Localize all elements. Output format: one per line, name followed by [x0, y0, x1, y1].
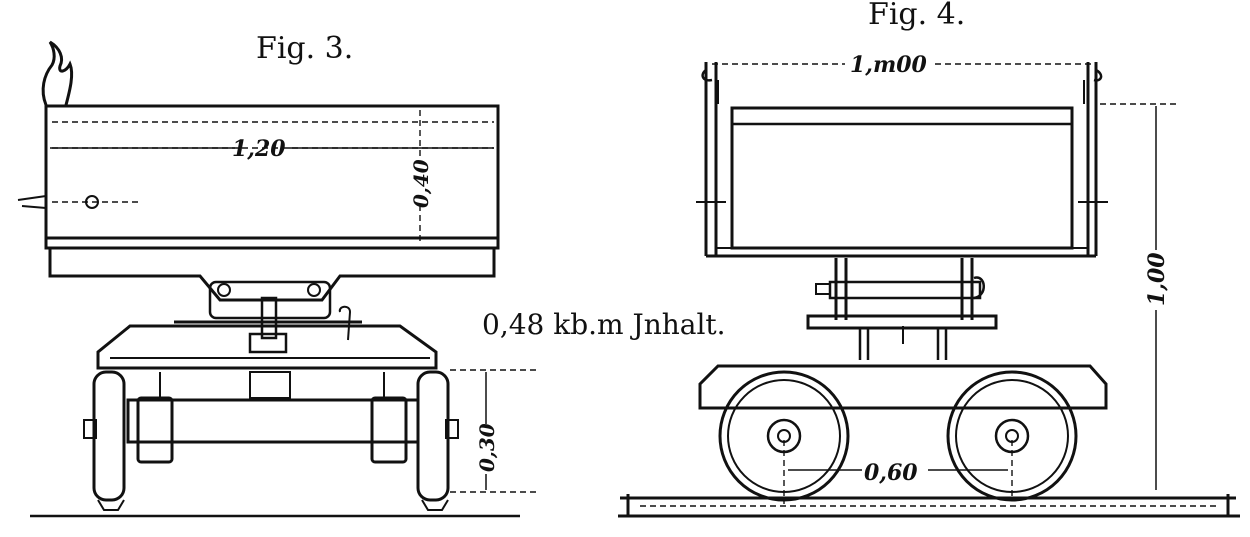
fig4-dim-width: 1,m00: [850, 52, 928, 78]
fig3-title: Fig. 3.: [256, 31, 353, 66]
fig4-title: Fig. 4.: [868, 0, 965, 32]
tipping-handle: [41, 40, 74, 106]
fig4-dim-wheelbase: 0,60: [864, 460, 918, 486]
fig4-rail: [618, 494, 1240, 518]
capacity-label: 0,48 kb.m Jnhalt.: [482, 308, 726, 341]
fig3-wheel-right: [416, 370, 450, 502]
fig3-tub: [44, 104, 500, 250]
fig3-dim-track-height: 0,30: [475, 423, 499, 472]
fig4-dim-total-height: 1,00: [1144, 252, 1170, 306]
fig4-pivot: [834, 258, 974, 320]
fig3-hopper: [48, 248, 496, 302]
fig4-frame: [698, 364, 1108, 410]
fig3-frame: [96, 320, 438, 370]
fig4-drawing: Fig. 4. 1,m00: [618, 0, 1240, 518]
fig3-dim-height: 0,40: [409, 159, 433, 208]
fig4-tub: [730, 106, 1074, 250]
fig3-drawing: Fig. 3. 1,20 0,40: [17, 31, 536, 518]
latch-icon: [17, 195, 47, 209]
fig3-wheel-left: [92, 370, 126, 502]
fig3-dim-length: 1,20: [232, 136, 286, 162]
